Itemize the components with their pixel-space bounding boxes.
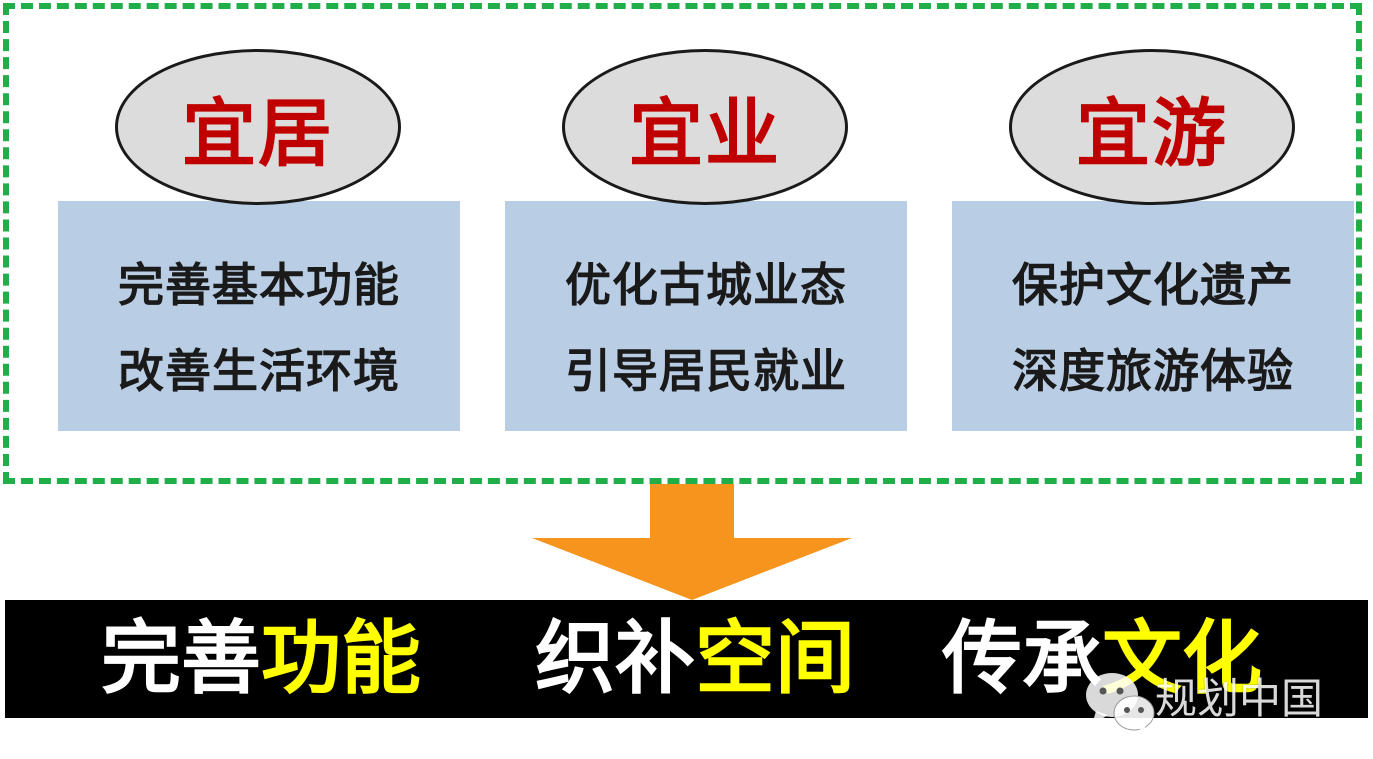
- description-line: 引导居民就业: [565, 344, 847, 398]
- description-line: 深度旅游体验: [1012, 344, 1294, 398]
- summary-phrase-white: 完善: [101, 612, 261, 705]
- down-arrow-icon: [530, 484, 854, 602]
- description-line: 保护文化遗产: [1012, 258, 1294, 312]
- summary-phrase-white: 传承: [942, 612, 1102, 705]
- description-box: 保护文化遗产 深度旅游体验: [952, 201, 1354, 431]
- summary-band: 完善功能 织补空间 传承文化: [5, 600, 1368, 718]
- description-line: 完善基本功能: [118, 258, 400, 312]
- column-title: 宜游: [1076, 90, 1228, 177]
- column-yiju: 完善基本功能 改善生活环境 宜居: [58, 9, 460, 439]
- description-box: 优化古城业态 引导居民就业: [505, 201, 907, 431]
- wechat-icon: [1080, 661, 1160, 741]
- dashed-frame: 完善基本功能 改善生活环境 宜居 优化古城业态 引导居民就业 宜业 保护文化遗产…: [3, 3, 1362, 484]
- summary-phrase-yellow: 空间: [695, 612, 855, 705]
- watermark: 规划中国: [1080, 653, 1340, 743]
- column-title: 宜居: [182, 90, 334, 177]
- title-ellipse: 宜游: [1009, 49, 1295, 205]
- description-line: 改善生活环境: [118, 344, 400, 398]
- watermark-text: 规划中国: [1155, 674, 1324, 723]
- summary-phrase: 完善功能: [101, 600, 421, 718]
- summary-phrase: 织补空间: [535, 600, 855, 718]
- column-title: 宜业: [629, 90, 781, 177]
- column-yiyou: 保护文化遗产 深度旅游体验 宜游: [952, 9, 1354, 439]
- title-ellipse: 宜业: [562, 49, 848, 205]
- summary-phrase-white: 织补: [535, 612, 695, 705]
- title-ellipse: 宜居: [115, 49, 401, 205]
- summary-phrase-yellow: 功能: [261, 612, 421, 705]
- column-yiye: 优化古城业态 引导居民就业 宜业: [505, 9, 907, 439]
- description-box: 完善基本功能 改善生活环境: [58, 201, 460, 431]
- description-line: 优化古城业态: [565, 258, 847, 312]
